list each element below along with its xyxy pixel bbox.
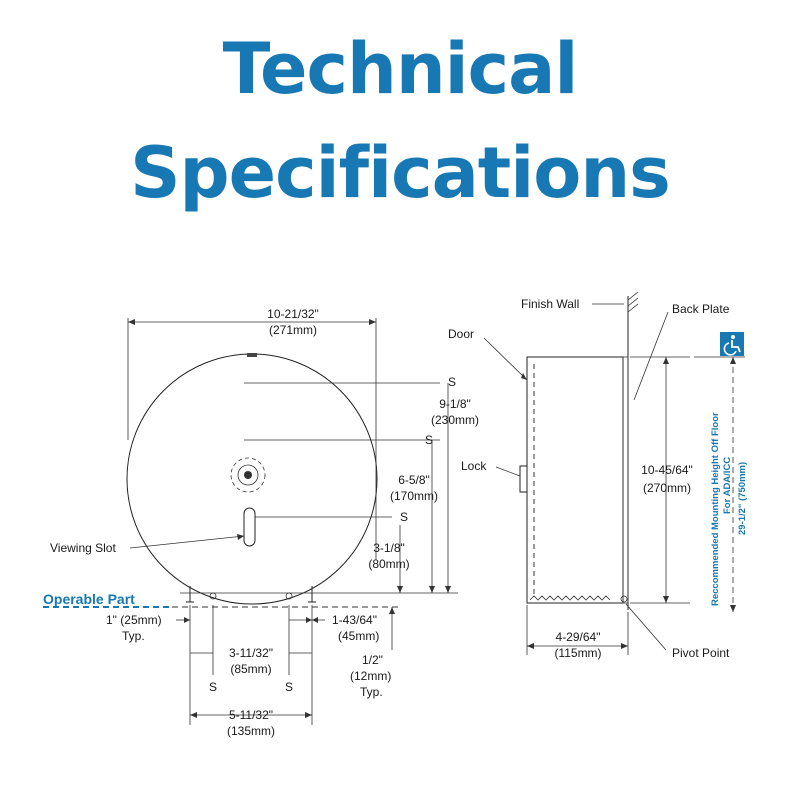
dim-5-11-32-label: 5-11/32"	[229, 708, 273, 722]
door-label: Door	[448, 327, 474, 341]
side-depth-label: 4-29/64"	[556, 630, 601, 644]
s-marker-4: S	[209, 680, 217, 694]
mount-height-line-2: For ADA/ICC	[722, 457, 733, 514]
side-view: Finish Wall Lock Door Back Plate 10-45/6…	[448, 291, 748, 660]
front-width-label: 10-21/32"	[267, 307, 319, 321]
back-plate-label: Back Plate	[672, 302, 730, 316]
dim-3-1-8-mm-label: (80mm)	[368, 557, 409, 571]
dim-3-1-8-label: 3-1/8"	[373, 541, 405, 555]
lock-knob	[519, 465, 528, 493]
s-marker-5: S	[285, 680, 293, 694]
side-height-label: 10-45/64"	[641, 463, 693, 477]
side-body	[526, 356, 624, 604]
dim-1-2-label: 1/2"	[362, 653, 383, 667]
lock-label: Lock	[461, 459, 487, 473]
dim-1-43-64-mm-label: (45mm)	[338, 629, 379, 643]
dim-1-43-64-label: 1-43/64"	[332, 613, 377, 627]
mount-height-line-1: Reccommended Mounting Height Off Floor	[710, 412, 721, 606]
side-height-mm-label: (270mm)	[643, 481, 691, 495]
title-line-1: Technical	[222, 28, 579, 110]
pivot-point-label: Pivot Point	[672, 646, 730, 660]
pivot-circle	[620, 595, 628, 603]
back-plate	[622, 356, 629, 604]
mount-height-line-3: 29-1/2" (750mm)	[737, 462, 748, 535]
top-latch	[247, 353, 257, 357]
dim-6-5-8-mm-label: (170mm)	[390, 489, 438, 503]
finish-wall-label: Finish Wall	[521, 297, 579, 311]
s-marker-1: S	[448, 375, 456, 389]
dim-3-11-32-label: 3-11/32"	[229, 646, 273, 660]
wheelchair-accessibility-icon	[720, 332, 744, 356]
dim-9-1-8-mm-label: (230mm)	[431, 413, 479, 427]
viewing-slot-shape	[243, 507, 256, 547]
s-marker-3: S	[400, 510, 408, 524]
dim-3-11-32-mm-label: (85mm)	[230, 662, 271, 676]
dispenser-body-circle	[126, 353, 378, 605]
operable-part-label: Operable Part	[43, 591, 135, 607]
dim-6-5-8-label: 6-5/8"	[398, 473, 430, 487]
title-line-2: Specifications	[130, 132, 671, 214]
dim-9-1-8-label: 9-1/8"	[439, 397, 471, 411]
s-marker-2: S	[425, 433, 433, 447]
lock-icon	[230, 457, 266, 493]
bottom-serration	[529, 595, 611, 601]
dim-5-11-32-mm-label: (135mm)	[227, 724, 275, 738]
side-depth-mm-label: (115mm)	[554, 646, 601, 660]
dim-1-2-mm-label: (12mm)	[350, 669, 391, 683]
mounting-feet	[186, 586, 316, 603]
dim-1in-typ-label: Typ.	[122, 629, 145, 643]
dim-1-2-typ-label: Typ.	[360, 685, 383, 699]
front-width-mm-label: (271mm)	[269, 323, 317, 337]
front-view: 10-21/32" (271mm) S S S 9-1/8" (230mm) 6…	[43, 307, 479, 738]
viewing-slot-label: Viewing Slot	[50, 541, 116, 555]
dim-1in-label: 1" (25mm)	[106, 613, 162, 627]
